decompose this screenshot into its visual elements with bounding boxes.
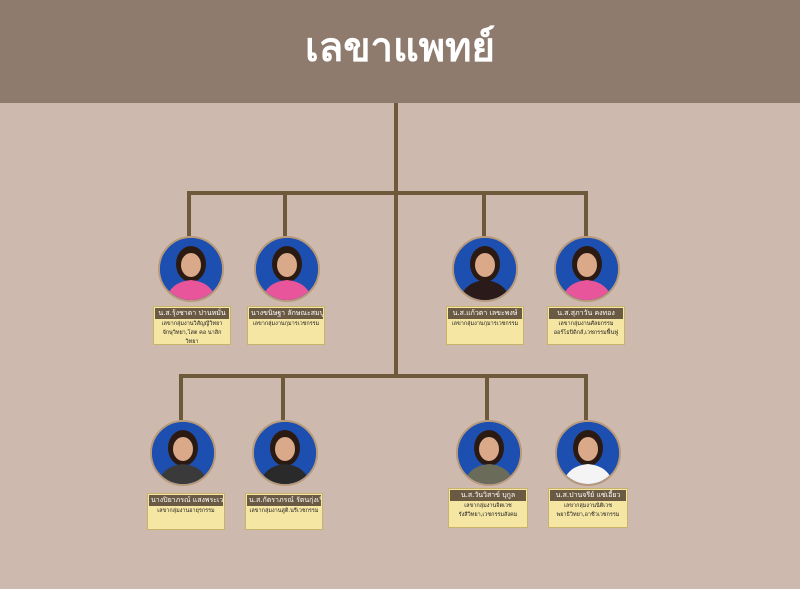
member-photo <box>452 236 518 302</box>
member-role: เลขากลุ่มงานอายุรกรรม <box>157 508 215 514</box>
portrait-icon <box>254 422 316 484</box>
member-role: เลขากลุ่มงานสูติ.นรีเวชกรรม <box>249 508 319 514</box>
member-role: เลขากลุ่มงานกุมารเวชกรรม <box>451 321 519 327</box>
member-card: น.ส.กัตราภรณ์ รัตนกุ่งเรืองเลขากลุ่มงานส… <box>245 493 323 530</box>
member-photo <box>555 420 621 486</box>
member-name: นางขนิษฐา ลักษณะสมบูรณ์ <box>249 308 323 319</box>
member-name: น.ส.ปานจรีย์ แซ่เอี้ยว <box>550 490 626 501</box>
portrait-icon <box>458 422 520 484</box>
member-name: น.ส.กัตราภรณ์ รัตนกุ่งเรือง <box>247 495 321 506</box>
member-photo <box>456 420 522 486</box>
member-role: เลขากลุ่มงานวิสัญญีวิทยา จักษุวิทยา,โสต … <box>161 321 223 345</box>
member-role: เลขากลุ่มงานนิติเวช พยาธิวิทยา,อาชีวเวชก… <box>556 503 620 518</box>
member-card: น.ส.วันวิสาข์ บุกูลเลขากลุ่มงานจิตเวช รั… <box>448 488 528 528</box>
member-card: น.ส.ปานจรีย์ แซ่เอี้ยวเลขากลุ่มงานนิติเว… <box>548 488 628 528</box>
portrait-icon <box>454 238 516 300</box>
member-photo <box>252 420 318 486</box>
page-title: เลขาแพทย์ <box>305 24 495 71</box>
portrait-icon <box>152 422 214 484</box>
member-role: เลขากลุ่มงานจิตเวช รังสีวิทยา,เวชกรรมสัง… <box>458 503 518 518</box>
header-banner: เลขาแพทย์ <box>0 0 800 103</box>
member-photo <box>254 236 320 302</box>
member-photo <box>158 236 224 302</box>
member-name: นางปิยาภรณ์ แสงพระเวช <box>149 495 223 506</box>
member-name: น.ส.สุภาวัน คงทอง <box>549 308 623 319</box>
member-card: น.ส.รุ้งชาดา ปานหมั่นเลขากลุ่มงานวิสัญญี… <box>153 306 231 345</box>
member-card: น.ส.แก้วตา เลขะพงษ์เลขากลุ่มงานกุมารเวชก… <box>446 306 524 345</box>
portrait-icon <box>556 238 618 300</box>
member-name: น.ส.วันวิสาข์ บุกูล <box>450 490 526 501</box>
member-card: น.ส.สุภาวัน คงทองเลขากลุ่มงานศัลยกรรม ออ… <box>547 306 625 345</box>
member-role: เลขากลุ่มงานศัลยกรรม ออร์โธปิดิกส์,เวชกร… <box>553 321 619 336</box>
member-photo <box>150 420 216 486</box>
portrait-icon <box>160 238 222 300</box>
portrait-icon <box>557 422 619 484</box>
member-card: นางปิยาภรณ์ แสงพระเวชเลขากลุ่มงานอายุรกร… <box>147 493 225 530</box>
member-role: เลขากลุ่มงานกุมารเวชกรรม <box>252 321 320 327</box>
portrait-icon <box>256 238 318 300</box>
member-photo <box>554 236 620 302</box>
member-card: นางขนิษฐา ลักษณะสมบูรณ์เลขากลุ่มงานกุมาร… <box>247 306 325 345</box>
member-name: น.ส.แก้วตา เลขะพงษ์ <box>448 308 522 319</box>
member-name: น.ส.รุ้งชาดา ปานหมั่น <box>155 308 229 319</box>
